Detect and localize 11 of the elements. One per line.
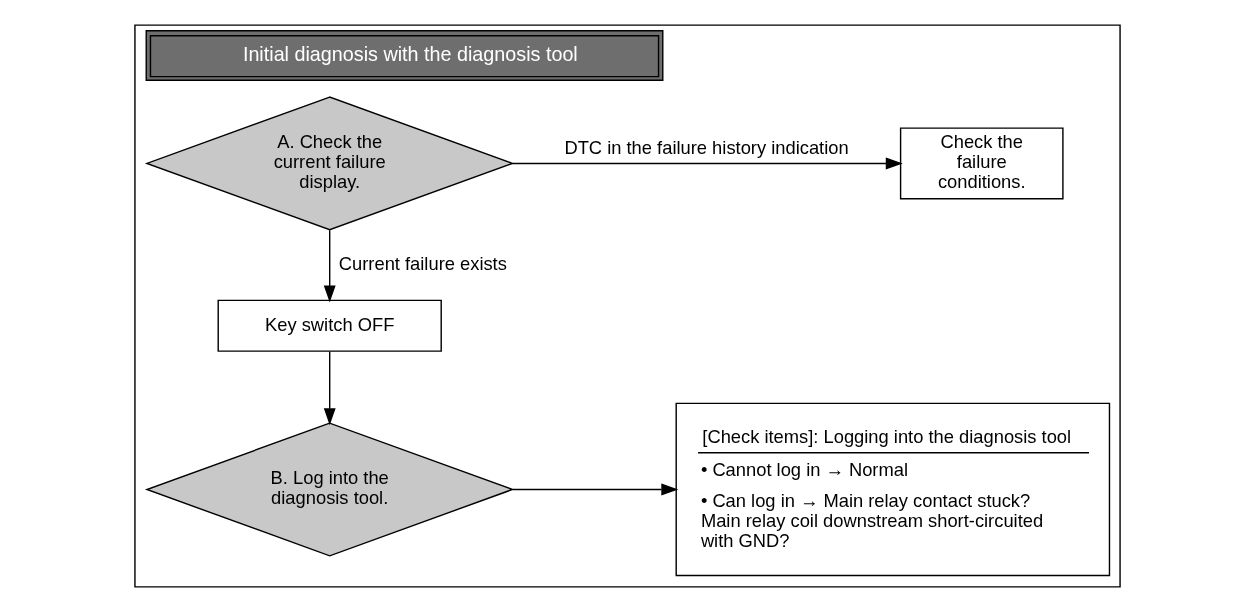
edge-label: DTC in the failure history indication [564, 137, 849, 159]
node-diamond: A. Check the current failure display. [144, 96, 515, 231]
arrow [323, 350, 336, 426]
node-box: [Check items]: Logging into the diagnosis tool • Cannot log in → Normal • Can log in → Main relay contact stuck? Main relay coil downstream short-circuited with GND? [675, 402, 1111, 577]
arrow [512, 483, 679, 496]
node-diamond: B. Log into the diagnosis tool. [144, 422, 515, 557]
arrow [323, 229, 336, 303]
arrow [511, 157, 903, 170]
edge-label: Current failure exists [338, 252, 507, 274]
node-box: Key switch OFF [217, 299, 442, 352]
node-box: Check the failure conditions. [899, 127, 1064, 200]
